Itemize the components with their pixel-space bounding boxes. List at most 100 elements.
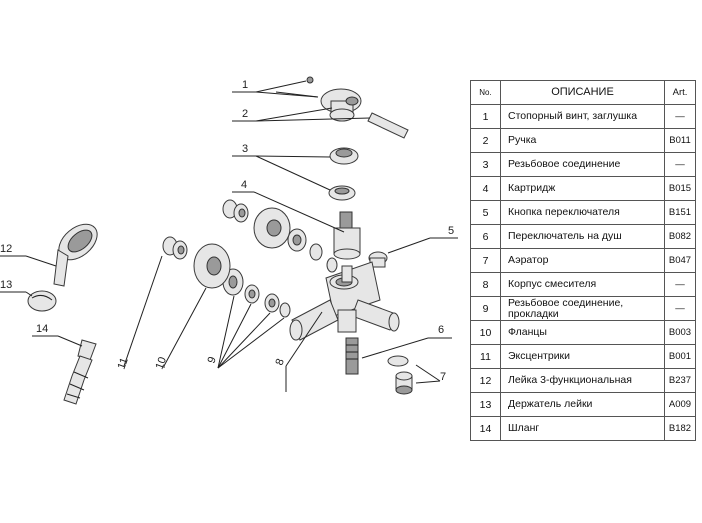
- row-description: Держатель лейки: [500, 392, 665, 417]
- callout-10: 10: [154, 287, 207, 371]
- row-description: Шланг: [500, 416, 665, 441]
- row-description: Лейка 3-функциональная: [500, 368, 665, 393]
- row-no: 12: [470, 368, 501, 393]
- callout-8: 8: [274, 311, 323, 392]
- row-no: 14: [470, 416, 501, 441]
- callout-12: 12: [0, 243, 57, 267]
- part-6-shower-switch: [345, 337, 359, 375]
- row-art: —: [664, 272, 696, 297]
- svg-text:14: 14: [36, 323, 48, 335]
- svg-text:7: 7: [440, 371, 446, 383]
- part-7-aerator: [387, 355, 413, 395]
- header-art: Art.: [664, 80, 696, 105]
- row-description: Переключатель на душ: [500, 224, 665, 249]
- callout-6: 6: [361, 324, 452, 359]
- exploded-view-diagram: 1 2 3 4: [0, 76, 458, 405]
- row-art: —: [664, 296, 696, 321]
- header-description: ОПИСАНИЕ: [500, 80, 665, 105]
- row-description: Резьбовое соединение, прокладки: [500, 296, 665, 321]
- callout-7: 7: [415, 364, 446, 384]
- row-no: 4: [470, 176, 501, 201]
- part-10-flange: [193, 207, 291, 289]
- row-art: B015: [664, 176, 696, 201]
- row-no: 10: [470, 320, 501, 345]
- row-art: —: [664, 152, 696, 177]
- row-no: 11: [470, 344, 501, 369]
- svg-text:9: 9: [206, 355, 219, 365]
- svg-text:4: 4: [241, 179, 247, 191]
- row-description: Стопорный винт, заглушка: [500, 104, 665, 129]
- row-description: Фланцы: [500, 320, 665, 345]
- row-no: 6: [470, 224, 501, 249]
- row-art: B082: [664, 224, 696, 249]
- part-3-threaded-connection: [328, 147, 359, 201]
- row-art: B011: [664, 128, 696, 153]
- row-art: B047: [664, 248, 696, 273]
- svg-text:8: 8: [274, 357, 287, 367]
- part-14-hose: [63, 339, 97, 405]
- callout-5: 5: [387, 225, 458, 254]
- row-description: Корпус смесителя: [500, 272, 665, 297]
- row-description: Резьбовое соединение: [500, 152, 665, 177]
- svg-text:2: 2: [242, 108, 248, 120]
- svg-text:5: 5: [448, 225, 454, 237]
- part-13-shower-holder: [27, 290, 57, 312]
- row-no: 3: [470, 152, 501, 177]
- row-description: Аэратор: [500, 248, 665, 273]
- row-art: B003: [664, 320, 696, 345]
- row-art: B001: [664, 344, 696, 369]
- row-art: A009: [664, 392, 696, 417]
- part-2-handle: [320, 88, 409, 139]
- row-description: Картридж: [500, 176, 665, 201]
- row-no: 9: [470, 296, 501, 321]
- row-no: 1: [470, 104, 501, 129]
- row-art: B182: [664, 416, 696, 441]
- row-no: 2: [470, 128, 501, 153]
- callout-1: 1: [232, 79, 319, 98]
- row-no: 8: [470, 272, 501, 297]
- row-art: B151: [664, 200, 696, 225]
- svg-text:1: 1: [242, 79, 248, 91]
- callout-11: 11: [116, 255, 163, 371]
- part-11-eccentric: [162, 199, 249, 260]
- callout-13: 13: [0, 279, 33, 297]
- header-no: No.: [470, 80, 501, 105]
- row-art: B237: [664, 368, 696, 393]
- svg-text:13: 13: [0, 279, 12, 291]
- svg-text:6: 6: [438, 324, 444, 336]
- row-no: 5: [470, 200, 501, 225]
- row-description: Кнопка переключателя: [500, 200, 665, 225]
- row-no: 13: [470, 392, 501, 417]
- row-description: Эксцентрики: [500, 344, 665, 369]
- row-art: —: [664, 104, 696, 129]
- part-8-mixer-body: [289, 261, 400, 341]
- row-no: 7: [470, 248, 501, 273]
- callout-2: 2: [232, 107, 371, 122]
- table-header-row: No. ОПИСАНИЕ Art.: [470, 80, 696, 105]
- part-9-gaskets: [222, 228, 338, 318]
- part-12-hand-shower: [53, 223, 98, 287]
- callout-4: 4: [232, 179, 345, 233]
- callout-14: 14: [32, 323, 83, 347]
- svg-text:12: 12: [0, 243, 12, 255]
- svg-text:10: 10: [154, 355, 169, 371]
- callout-3: 3: [232, 143, 331, 191]
- svg-text:11: 11: [116, 356, 131, 371]
- part-4-cartridge: [333, 211, 361, 260]
- svg-text:3: 3: [242, 143, 248, 155]
- callout-9: 9: [206, 295, 285, 369]
